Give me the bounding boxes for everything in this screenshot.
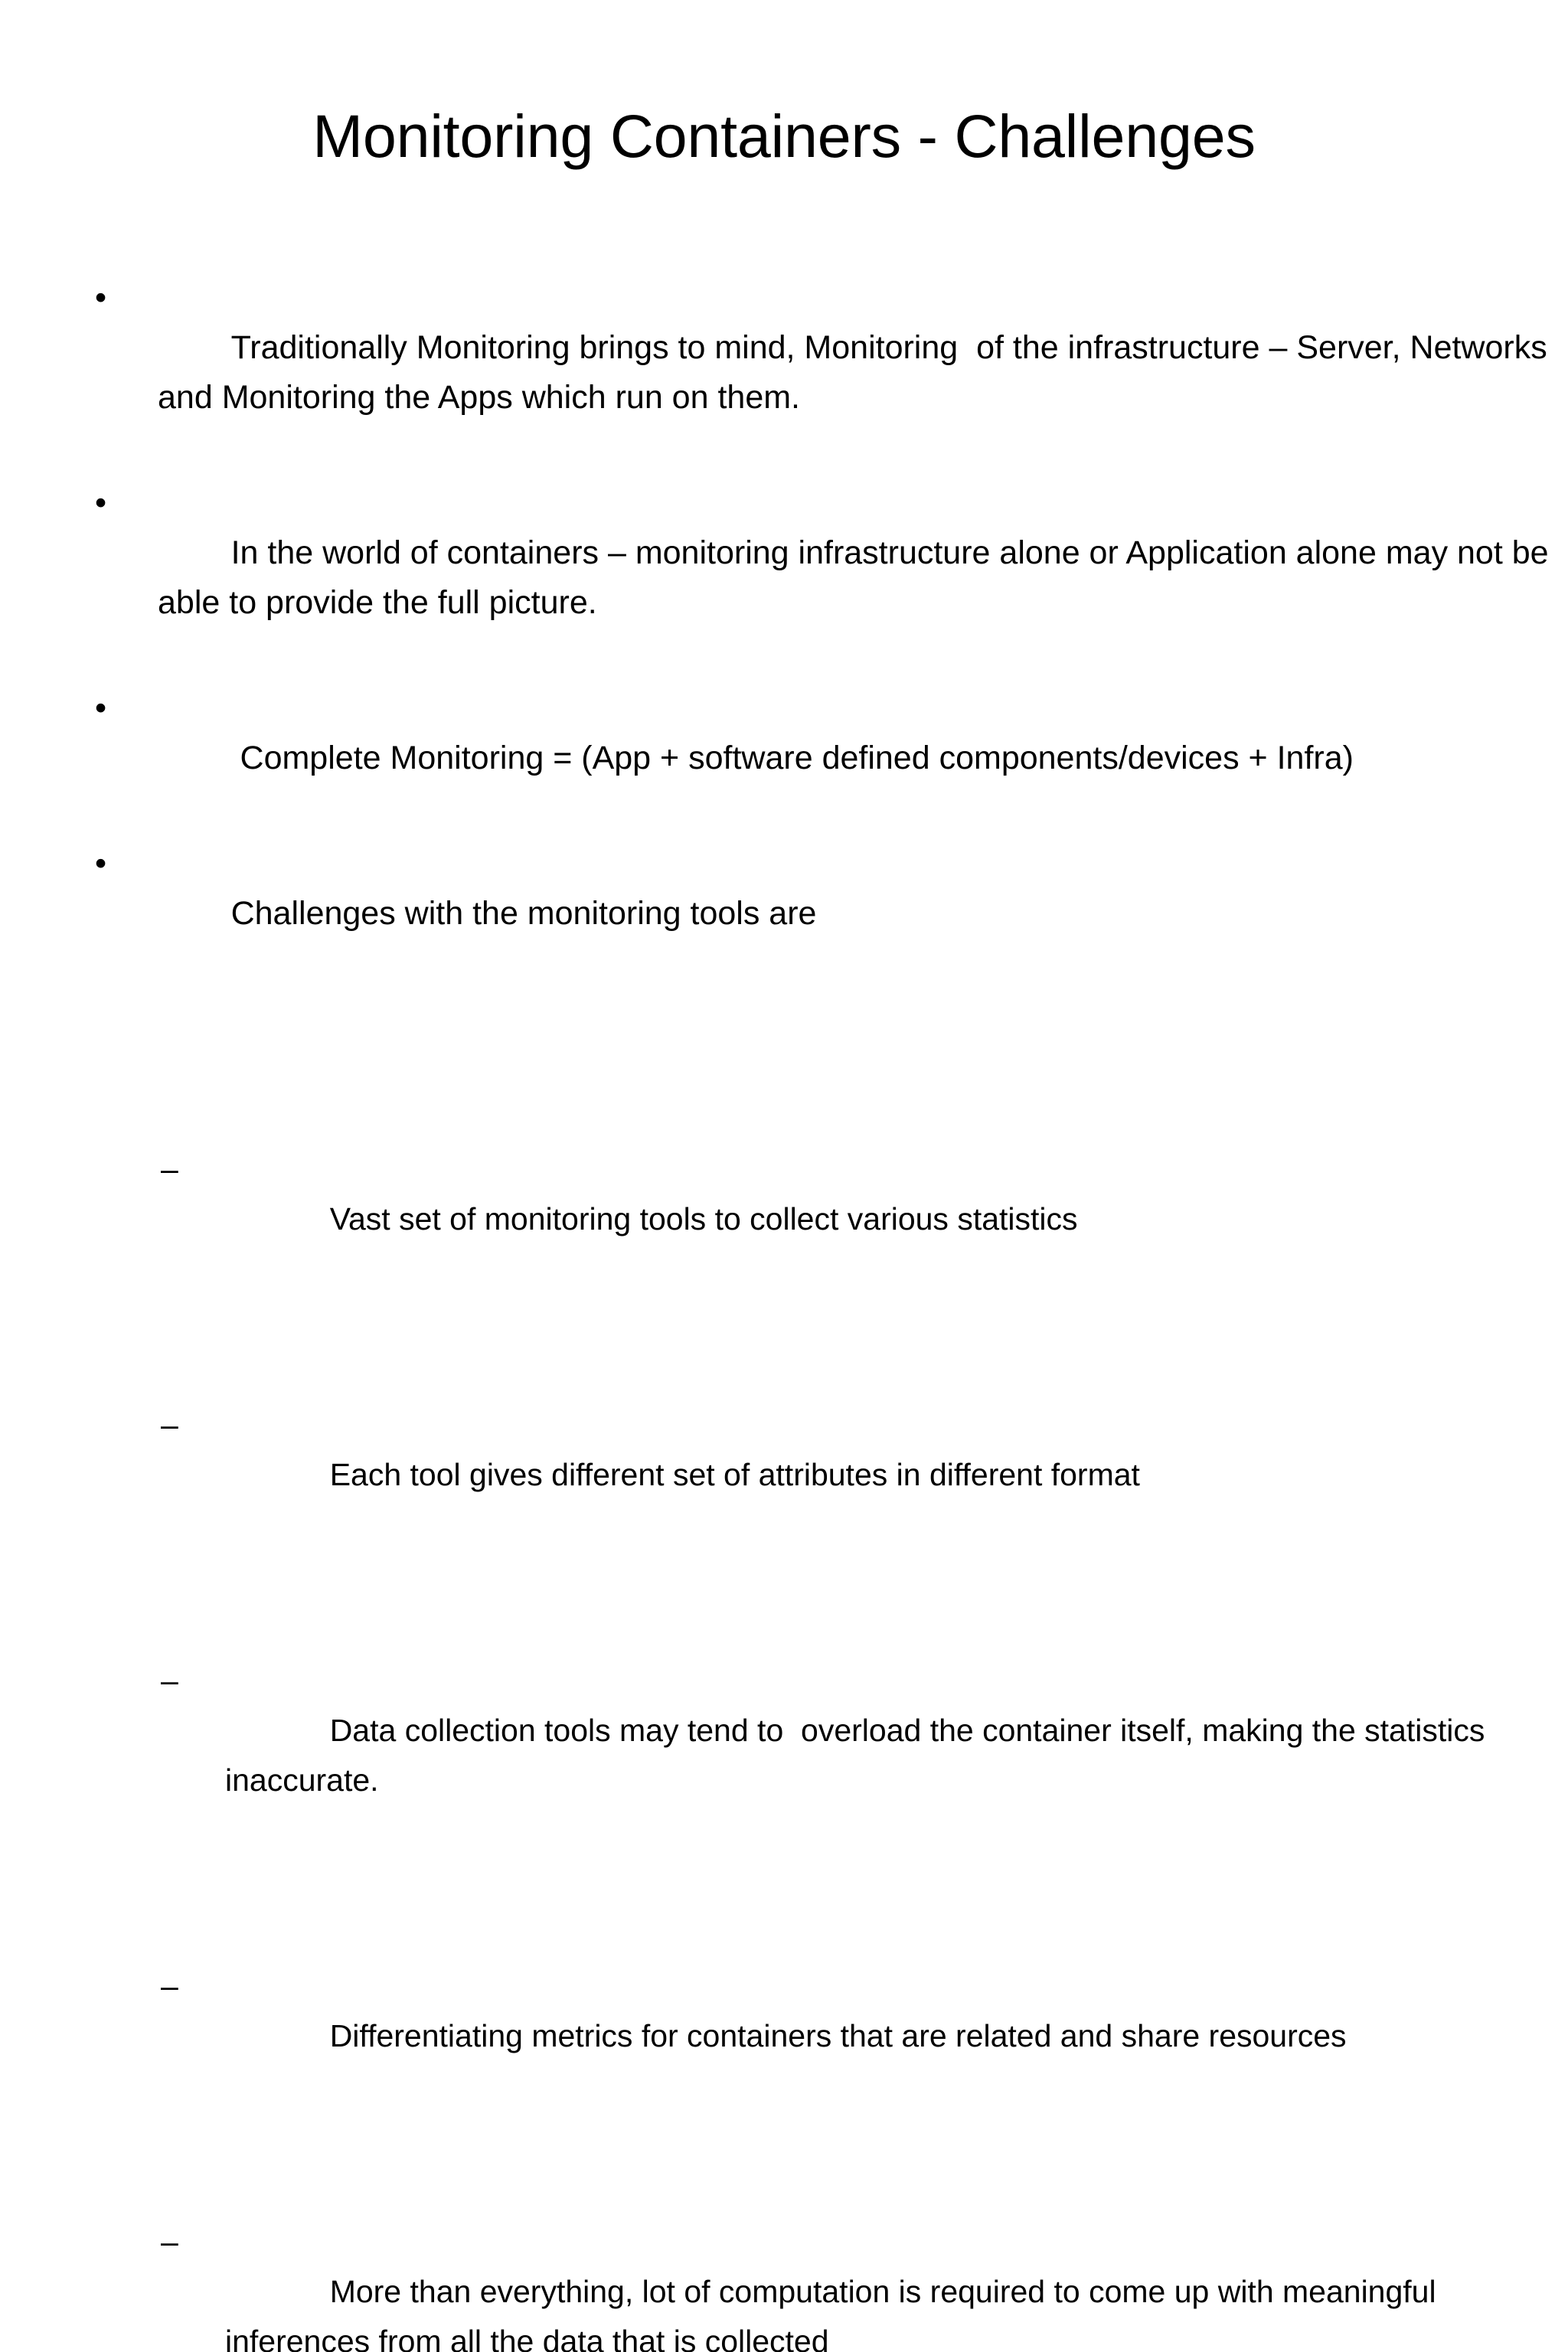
list-item: • Challenges with the monitoring tools ar… <box>84 839 1562 2352</box>
dash-marker-icon: – <box>161 1152 178 1187</box>
sub-list-item: – Differentiating metrics for containers … <box>158 1962 1562 2111</box>
dash-marker-icon: – <box>161 1663 178 1698</box>
bullet-marker-icon: • <box>95 690 107 727</box>
dash-marker-icon: – <box>161 1407 178 1442</box>
bullet-list-level-1: •Traditionally Monitoring brings to mind… <box>84 273 1562 2352</box>
bullet-list-level-2: – Vast set of monitoring tools to collect… <box>158 1045 1562 2352</box>
sub-list-item: – Each tool gives different set of attrib… <box>158 1400 1562 1550</box>
bullet-marker-icon: • <box>95 485 107 521</box>
list-item-text: Challenges with the monitoring tools are <box>230 895 817 932</box>
bullet-marker-icon: • <box>95 279 107 316</box>
sub-list-item: – More than everything, lot of computatio… <box>158 2217 1562 2352</box>
dash-marker-icon: – <box>161 2224 178 2259</box>
sub-list-item-text: Data collection tools may tend to overlo… <box>225 1713 1494 1798</box>
list-item-text: Traditionally Monitoring brings to mind,… <box>158 329 1566 416</box>
sub-list-item: – Vast set of monitoring tools to collect… <box>158 1145 1562 1294</box>
list-item: • In the world of containers – monitoring… <box>84 479 1562 678</box>
list-item: • Complete Monitoring = (App + software … <box>84 684 1562 833</box>
sub-list-item-text: Each tool gives different set of attribu… <box>329 1457 1140 1492</box>
list-item: •Traditionally Monitoring brings to mind… <box>84 273 1562 472</box>
sub-list-item-text: More than everything, lot of computation… <box>225 2274 1445 2352</box>
slide-body: •Traditionally Monitoring brings to mind… <box>84 273 1562 2352</box>
sub-list-item: – Data collection tools may tend to overl… <box>158 1656 1562 1855</box>
dash-marker-icon: – <box>161 1968 178 2004</box>
page-title: Monitoring Containers - Challenges <box>312 102 1256 170</box>
list-item-text: Complete Monitoring = (App + software de… <box>230 740 1354 776</box>
sub-list-item-text: Differentiating metrics for containers t… <box>329 2018 1347 2053</box>
slide-canvas: Monitoring Containers - Challenges •Trad… <box>95 102 1549 2352</box>
sub-list-item-text: Vast set of monitoring tools to collect … <box>329 1201 1078 1236</box>
list-item-text: In the world of containers – monitoring … <box>158 534 1558 621</box>
bullet-marker-icon: • <box>95 845 107 882</box>
